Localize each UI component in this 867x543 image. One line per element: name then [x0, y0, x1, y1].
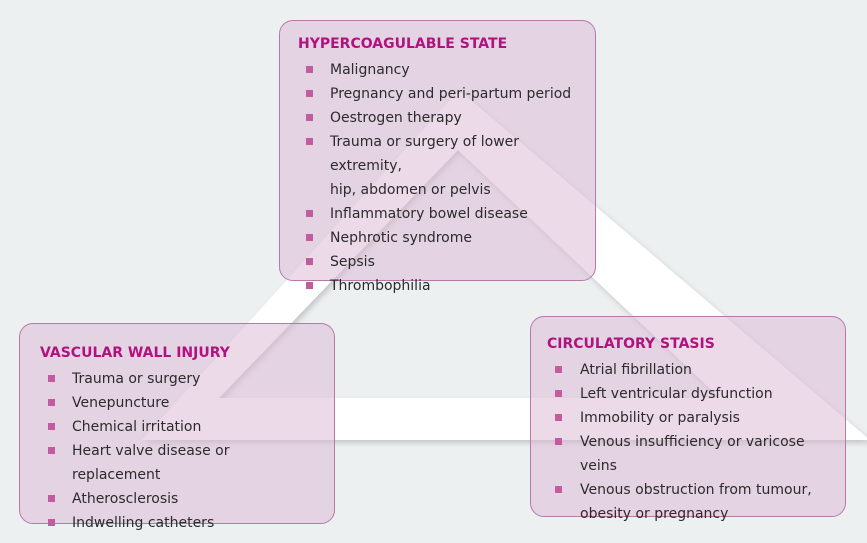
list-item: Sepsis [298, 250, 577, 274]
hypercoagulable-state-title: HYPERCOAGULABLE STATE [298, 36, 508, 52]
list-item-text: hip, abdomen or pelvis [330, 182, 491, 198]
list-item: Left ventricular dysfunction [547, 382, 829, 406]
list-item: Immobility or paralysis [547, 406, 829, 430]
list-item-text: Pregnancy and peri-partum period [330, 86, 572, 102]
square-bullet-icon [555, 486, 562, 493]
list-item: Thrombophilia [298, 274, 577, 298]
square-bullet-icon [48, 495, 55, 502]
list-item-text: Atrial fibrillation [580, 362, 692, 378]
square-bullet-icon [306, 210, 313, 217]
list-item: Trauma or surgery of lower extremity, hip… [298, 130, 577, 202]
list-item-text: Trauma or surgery of lower extremity, [330, 134, 520, 174]
square-bullet-icon [555, 390, 562, 397]
square-bullet-icon [555, 438, 562, 445]
list-item-text: Nephrotic syndrome [330, 230, 472, 246]
list-item-text: Heart valve disease or replacement [72, 443, 230, 483]
list-item: Venous obstruction from tumour, obesity o… [547, 478, 829, 526]
circulatory-stasis-title: CIRCULATORY STASIS [547, 336, 715, 352]
list-item: Malignancy [298, 58, 577, 82]
square-bullet-icon [48, 399, 55, 406]
square-bullet-icon [48, 375, 55, 382]
list-item-text: Thrombophilia [330, 278, 431, 294]
list-item-text: Inflammatory bowel disease [330, 206, 528, 222]
list-item: Heart valve disease or replacement [40, 439, 314, 487]
list-item-text: Immobility or paralysis [580, 410, 740, 426]
square-bullet-icon [555, 414, 562, 421]
square-bullet-icon [48, 423, 55, 430]
vascular-wall-injury-title: VASCULAR WALL INJURY [40, 345, 230, 361]
list-item-text: Sepsis [330, 254, 375, 270]
square-bullet-icon [306, 282, 313, 289]
list-item-text: Venepuncture [72, 395, 170, 411]
square-bullet-icon [555, 366, 562, 373]
list-item-text: Venous insufficiency or varicose veins [580, 434, 805, 474]
list-item-text: Trauma or surgery [72, 371, 201, 387]
square-bullet-icon [306, 234, 313, 241]
list-item: Inflammatory bowel disease [298, 202, 577, 226]
list-item: Atrial fibrillation [547, 358, 829, 382]
list-item-text: Malignancy [330, 62, 410, 78]
list-item-text: Oestrogen therapy [330, 110, 462, 126]
list-item: Trauma or surgery [40, 367, 314, 391]
list-item-text: Atherosclerosis [72, 491, 179, 507]
list-item: Venous insufficiency or varicose veins [547, 430, 829, 478]
list-item: Pregnancy and peri-partum period [298, 82, 577, 106]
list-item-text: Left ventricular dysfunction [580, 386, 773, 402]
list-item: Atherosclerosis [40, 487, 314, 511]
list-item: Oestrogen therapy [298, 106, 577, 130]
square-bullet-icon [306, 90, 313, 97]
square-bullet-icon [306, 258, 313, 265]
list-item: Indwelling catheters [40, 511, 314, 535]
square-bullet-icon [306, 114, 313, 121]
square-bullet-icon [306, 138, 313, 145]
list-item-text: Indwelling catheters [72, 515, 215, 531]
square-bullet-icon [48, 447, 55, 454]
list-item: Nephrotic syndrome [298, 226, 577, 250]
list-item: Venepuncture [40, 391, 314, 415]
square-bullet-icon [48, 519, 55, 526]
list-item-text: Venous obstruction from tumour, [580, 482, 812, 498]
square-bullet-icon [306, 66, 313, 73]
list-item-text: obesity or pregnancy [580, 506, 729, 522]
list-item: Chemical irritation [40, 415, 314, 439]
list-item-text: Chemical irritation [72, 419, 202, 435]
